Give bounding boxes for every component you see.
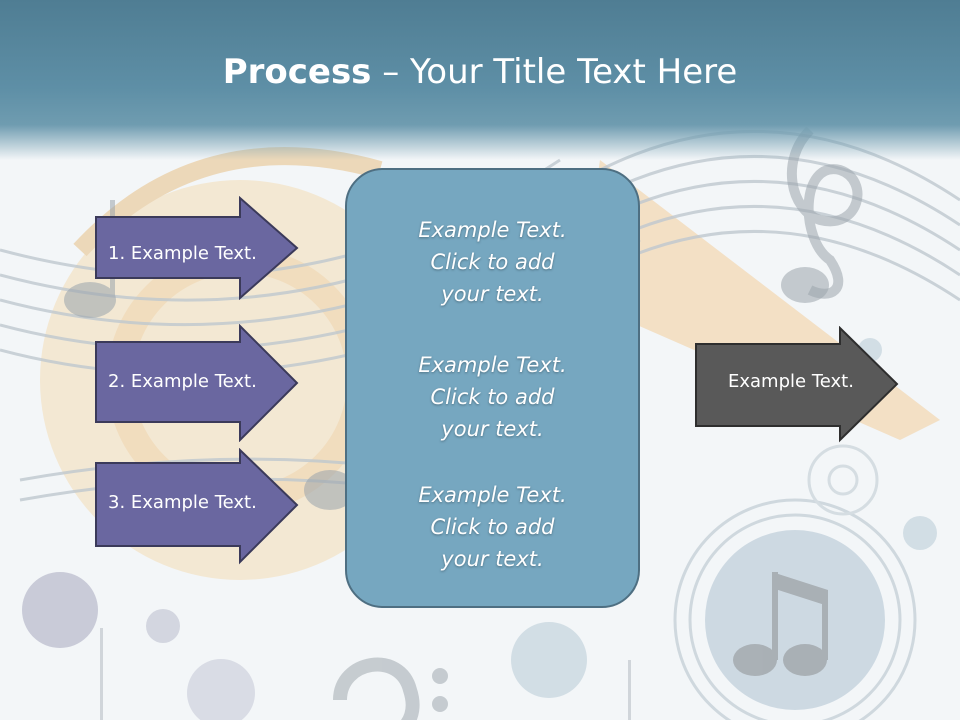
paragraph-line: Click to add xyxy=(430,515,555,539)
paragraph-line: Click to add xyxy=(430,250,555,274)
treble-clef-icon xyxy=(786,126,863,299)
center-paragraph-2: Example Text. Click to add your text. xyxy=(347,349,638,445)
title-bold: Process xyxy=(222,52,372,92)
paragraph-line: your text. xyxy=(441,282,544,306)
paragraph-line: Example Text. xyxy=(418,353,567,377)
arrow-shape-right[interactable] xyxy=(694,326,900,444)
paragraph-line: your text. xyxy=(441,547,544,571)
paragraph-line: your text. xyxy=(441,417,544,441)
arrow-label-2: 2. Example Text. xyxy=(108,371,257,392)
header-band xyxy=(0,0,960,160)
bass-clef-icon xyxy=(100,628,631,720)
paragraph-line: Example Text. xyxy=(418,483,567,507)
arrow-shape-3[interactable] xyxy=(94,448,300,566)
arrow-shape-2[interactable] xyxy=(94,324,300,442)
paragraph-line: Example Text. xyxy=(418,218,567,242)
title-rest: – Your Title Text Here xyxy=(371,52,738,92)
music-note-icon xyxy=(733,572,828,676)
paragraph-line: Click to add xyxy=(430,385,555,409)
arrow-label-3: 3. Example Text. xyxy=(108,492,257,513)
arrow-shape-1[interactable] xyxy=(94,196,300,300)
arrow-label-right: Example Text. xyxy=(728,371,854,392)
center-paragraph-1: Example Text. Click to add your text. xyxy=(347,214,638,310)
center-text-box[interactable]: Example Text. Click to add your text. Ex… xyxy=(345,168,640,608)
center-paragraph-3: Example Text. Click to add your text. xyxy=(347,479,638,575)
arrow-label-1: 1. Example Text. xyxy=(108,243,257,264)
slide-title[interactable]: Process – Your Title Text Here xyxy=(0,52,960,92)
